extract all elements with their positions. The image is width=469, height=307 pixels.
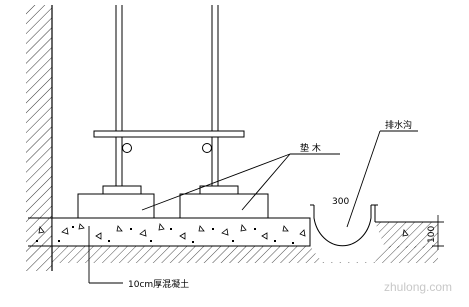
drain-ditch-label: 排水沟 (385, 119, 412, 131)
ditch-width-label: 300 (332, 197, 349, 207)
layer-depth-label: 100 (427, 226, 437, 243)
wall (26, 5, 53, 271)
aggregate-marks (38, 223, 409, 240)
concrete-label: 10cm厚混凝土 (128, 278, 189, 290)
aggregate-dots (36, 226, 294, 244)
watermark: zhulong.com (384, 280, 452, 294)
pad-wood-left (77, 185, 155, 219)
scaffold (93, 5, 245, 186)
leader-lines (88, 130, 444, 284)
drain-ditch (309, 204, 438, 247)
pad-wood-right (179, 185, 269, 219)
pad-wood-label: 垫 木 (300, 142, 321, 154)
